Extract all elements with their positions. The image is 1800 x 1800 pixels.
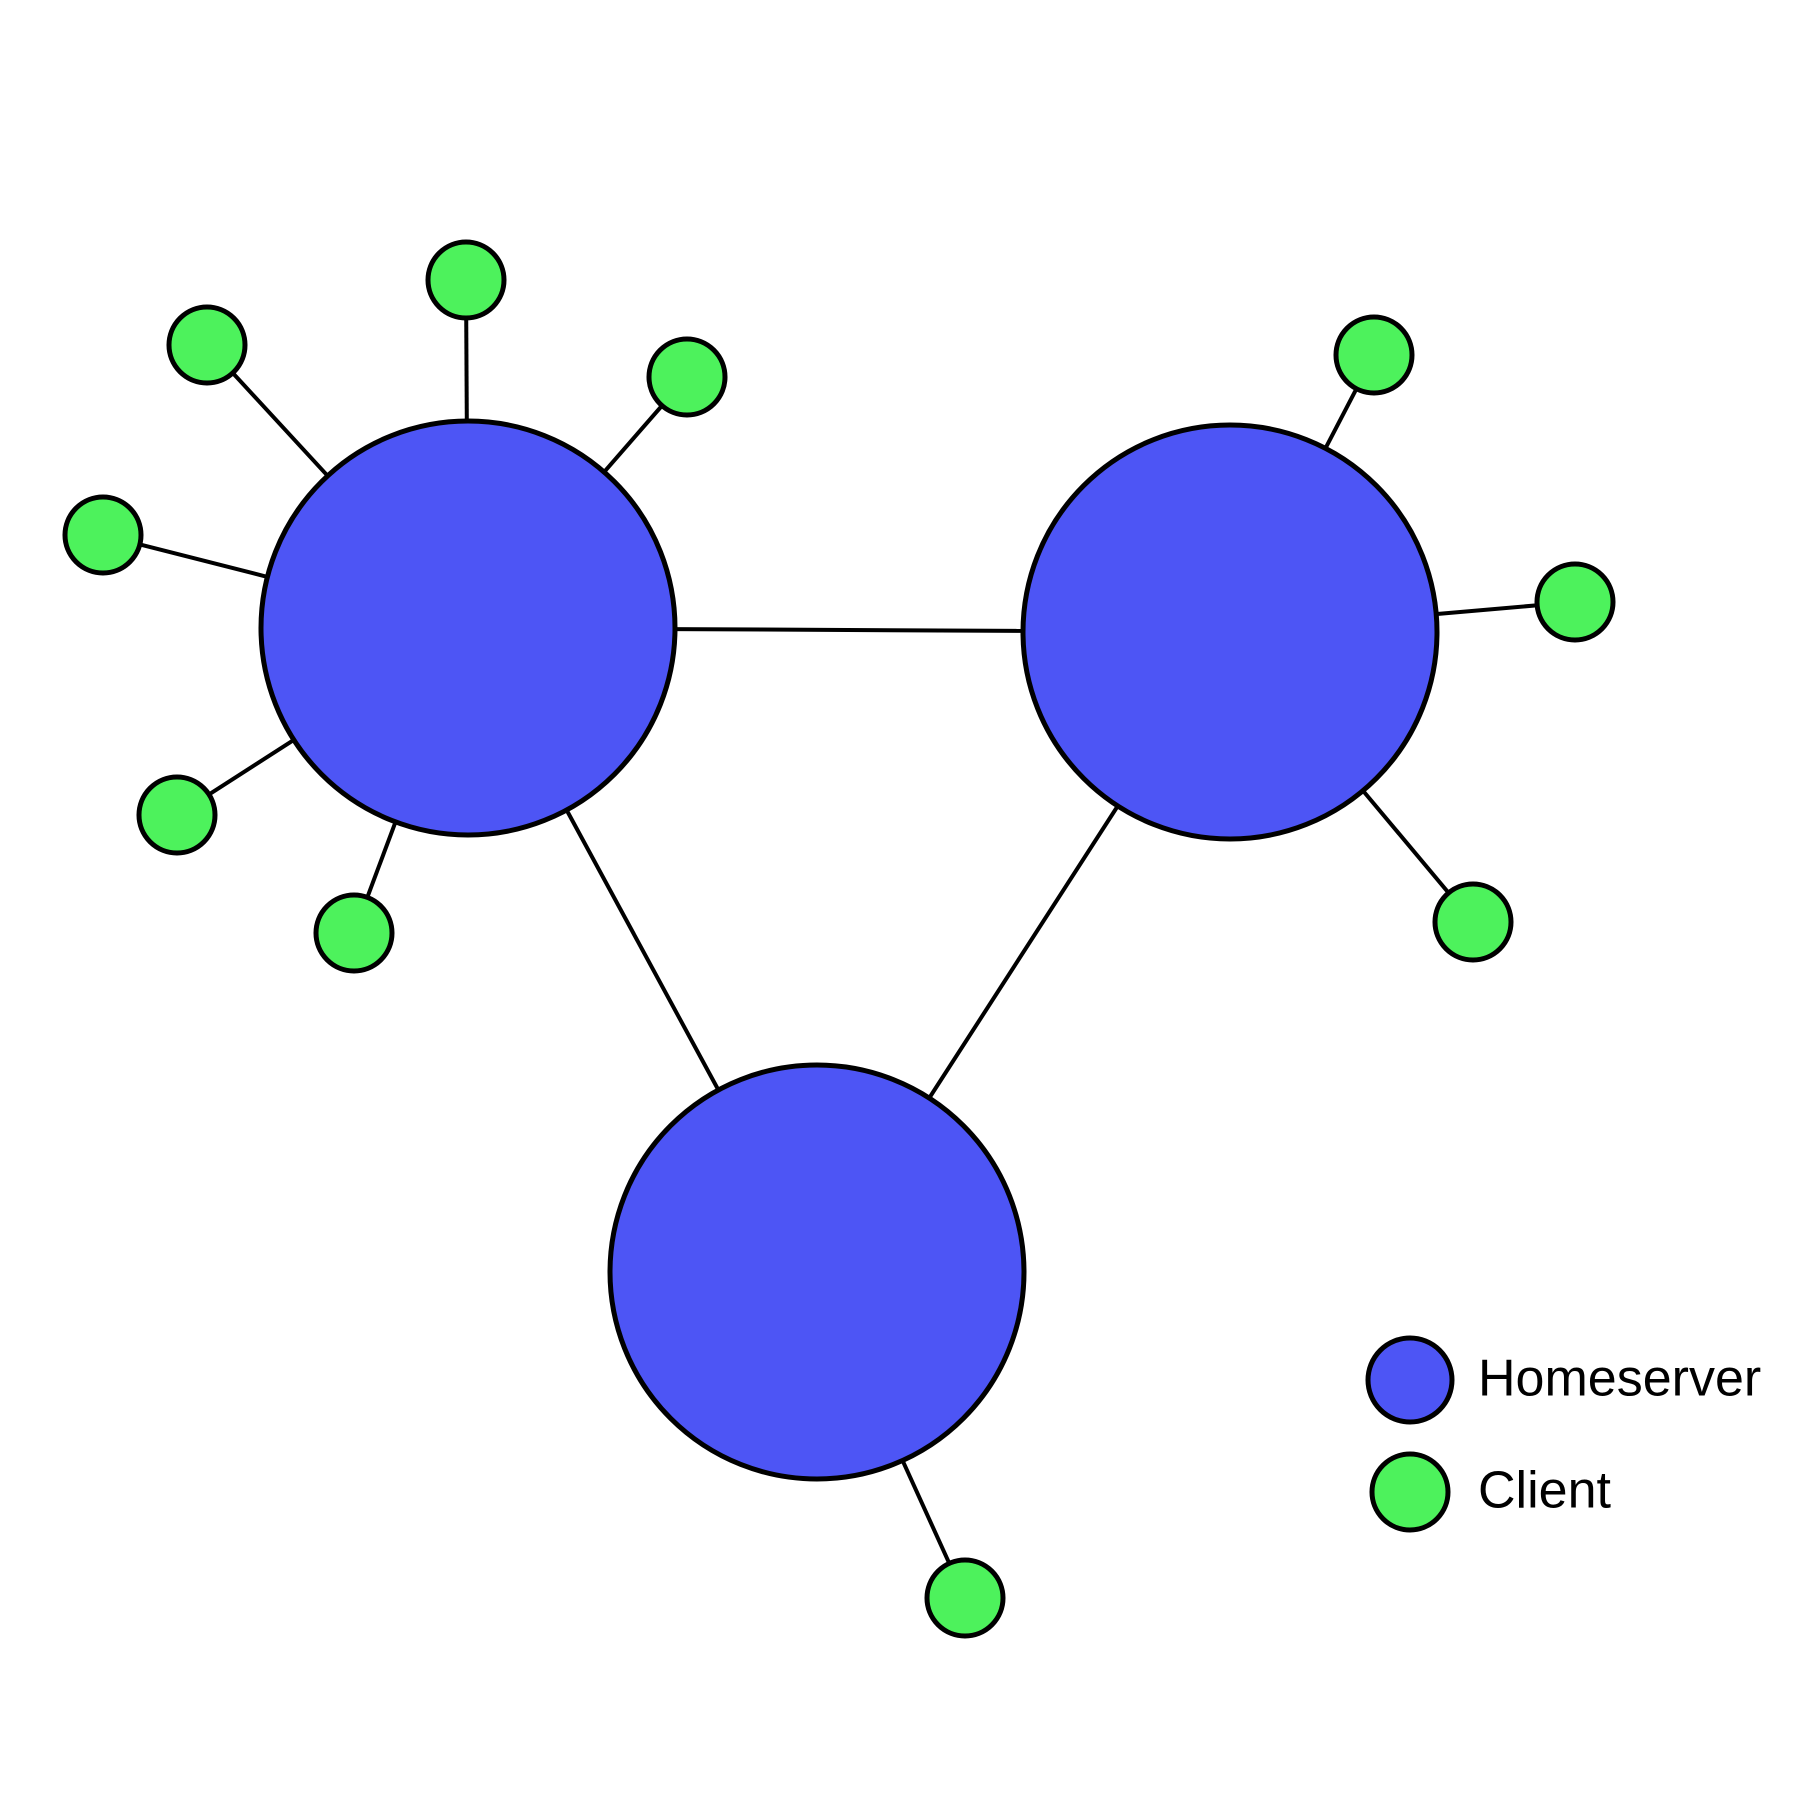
client-node-c1[interactable]: Client — [425, 239, 507, 321]
edge-hs1-hs2 — [672, 627, 1026, 633]
nodes-layer: HomeserverHomeserverHomeserverClientClie… — [62, 239, 1616, 1639]
client-node-c5[interactable]: Client — [136, 774, 218, 856]
edge-hs1-hs3 — [563, 807, 722, 1093]
edge-hs2-c8 — [1434, 603, 1540, 617]
client-node-c9[interactable]: Client — [1432, 881, 1514, 963]
legend-marker-homeserver-icon — [1365, 1335, 1455, 1425]
legend-label-homeserver: Homeserver — [1478, 1350, 1761, 1408]
legend-label-client: Client — [1478, 1462, 1611, 1520]
client-node-c7[interactable]: Client — [1333, 314, 1415, 396]
homeserver-node-hs3[interactable]: Homeserver — [607, 1062, 1027, 1482]
legend-item-homeserver[interactable]: Homeserver — [1365, 1335, 1761, 1425]
client-node-c6[interactable]: Client — [313, 892, 395, 974]
edge-hs1-c4 — [137, 541, 270, 580]
homeserver-node-hs1[interactable]: Homeserver — [258, 418, 678, 838]
client-node-c3[interactable]: Client — [646, 336, 728, 418]
edges-layer — [137, 315, 1540, 1567]
edge-hs2-c7 — [1322, 386, 1360, 452]
client-node-c4[interactable]: Client — [62, 494, 144, 576]
edge-hs1-c5 — [206, 737, 297, 798]
edge-hs1-c1 — [464, 315, 469, 424]
client-node-c10[interactable]: Client — [924, 1557, 1006, 1639]
edge-hs2-hs3 — [926, 803, 1121, 1101]
edge-hs3-c10 — [899, 1457, 952, 1567]
homeserver-node-hs2[interactable]: Homeserver — [1020, 422, 1440, 842]
edge-hs1-c2 — [229, 370, 331, 479]
client-node-c8[interactable]: Client — [1534, 561, 1616, 643]
legend-marker-client-icon — [1369, 1451, 1451, 1533]
edge-hs1-c6 — [364, 819, 399, 900]
legend-item-client[interactable]: Client — [1369, 1451, 1611, 1533]
edge-hs2-c9 — [1360, 787, 1452, 896]
client-node-c2[interactable]: Client — [166, 304, 248, 386]
edge-hs1-c3 — [601, 402, 665, 475]
